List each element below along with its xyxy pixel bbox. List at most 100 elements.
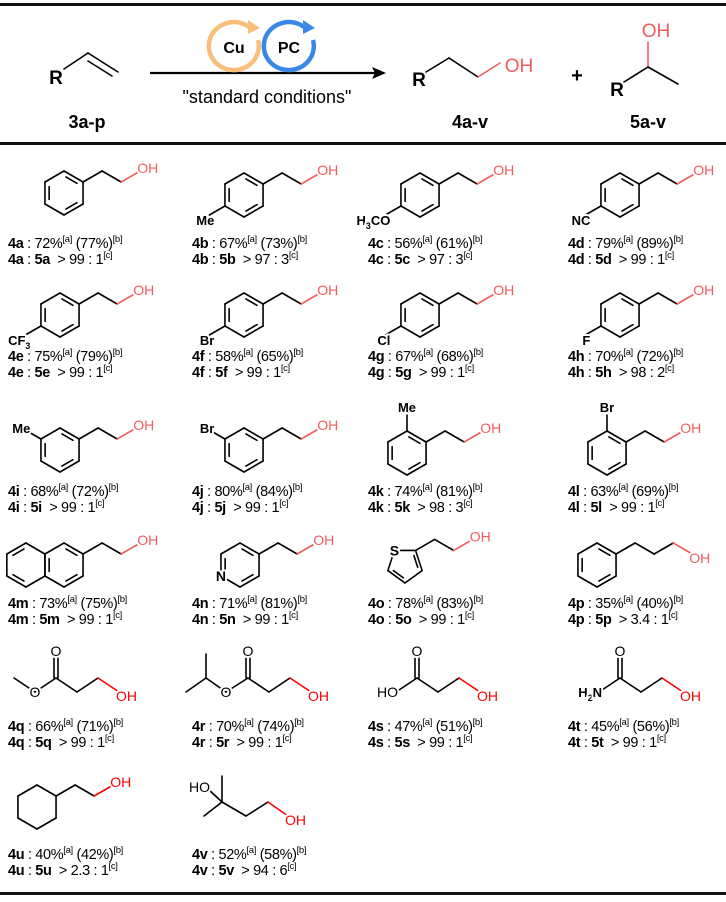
conditions-text: "standard conditions": [183, 87, 352, 107]
compound-id: 4r: [192, 719, 206, 735]
isolated-yield: 66%: [35, 719, 64, 735]
chain-bond: [615, 542, 636, 555]
yield-line: 4f : 58%[a] (65%)[b]: [192, 347, 303, 366]
substituent-label: NC: [572, 213, 591, 228]
hydroxyl-label: OH: [285, 812, 306, 828]
separator: :: [211, 847, 215, 863]
ring-bond: [596, 575, 617, 588]
branched-alcohol-product: [623, 41, 679, 85]
label-part: OH: [116, 688, 137, 704]
c-o-bond: [458, 677, 481, 693]
label-part: O: [243, 643, 254, 659]
separator: :: [211, 863, 215, 879]
label-part: OH: [110, 774, 131, 790]
selectivity-line: 4n : 5n > 99 : 1[c]: [192, 611, 298, 629]
ring-bond: [243, 205, 264, 218]
compound-id: 4c: [368, 252, 384, 268]
footnote-b: [b]: [669, 717, 679, 728]
ring-bond: [63, 575, 84, 588]
c-o-bond: [476, 172, 498, 185]
substituent-label: Br: [600, 400, 614, 415]
hydroxyl-label: OH: [505, 56, 534, 77]
bond: [24, 429, 42, 440]
selectivity-ratio: > 99 : 1: [618, 252, 665, 268]
hydroxyl-label: OH: [689, 550, 710, 566]
chain-bond: [82, 542, 103, 555]
footnote-a: [a]: [422, 717, 432, 728]
hydroxyl-label: OH: [680, 420, 701, 436]
compound-id: 4f: [192, 365, 205, 381]
isolated-yield: 78%: [395, 596, 424, 612]
ring-bond: [600, 172, 621, 185]
minor-compound-id: 5j: [214, 500, 226, 516]
ring-bond: [600, 205, 621, 218]
structure-4o: SOH: [387, 526, 493, 584]
selectivity-line: 4o : 5o > 99 : 1[c]: [368, 611, 474, 629]
separator: :: [587, 596, 592, 612]
footnote-b: [b]: [292, 482, 303, 493]
yield-line: 4r : 70%[a] (74%)[b]: [192, 718, 304, 736]
nmr-yield: (79%): [75, 349, 113, 365]
isolated-yield: 52%: [218, 847, 247, 863]
label-part: OH: [693, 282, 714, 298]
footnote-c: [c]: [464, 363, 474, 374]
footnote-a: [a]: [243, 347, 253, 358]
double-bond-line: [421, 203, 434, 212]
ring-bond: [619, 205, 640, 218]
nmr-yield: (68%): [436, 349, 474, 365]
compound-id: 4d: [568, 252, 585, 268]
yield-line: 4v : 52%[a] (58%)[b]: [192, 846, 306, 864]
c-o-bond: [300, 427, 322, 440]
footnote-a: [a]: [62, 234, 72, 245]
footnote-b: [b]: [472, 234, 483, 245]
separator: :: [207, 484, 211, 500]
chain-bond: [277, 542, 298, 555]
bond: [87, 52, 119, 73]
footnote-b: [b]: [673, 234, 683, 245]
selectivity-ratio: > 97 : 3: [242, 252, 289, 268]
selectivity-line: 4l : 5l > 99 : 1[c]: [568, 499, 665, 517]
footnote-c: [c]: [108, 861, 118, 872]
carbonyl-oxygen-label: O: [412, 643, 423, 659]
bond: [205, 677, 227, 693]
chain-bond: [444, 430, 465, 443]
bond: [598, 677, 621, 693]
ring-bond: [606, 463, 627, 476]
compound-id: 4u: [8, 863, 25, 879]
separator: :: [27, 252, 31, 268]
ring-bond: [6, 575, 27, 588]
footnote-c: [c]: [280, 363, 290, 374]
hydroxyl-label: OH: [133, 417, 154, 433]
separator: :: [587, 236, 592, 252]
footnote-a: [a]: [247, 594, 257, 605]
footnote-b: [b]: [472, 717, 483, 728]
footnote-b: [b]: [473, 594, 483, 605]
isolated-yield: 70%: [216, 719, 245, 735]
hydroxyl-label: OH: [477, 688, 498, 704]
substituent-label: Me: [398, 400, 416, 415]
separator: :: [27, 735, 32, 751]
nmr-yield: (69%): [631, 484, 669, 500]
footnote-a: [a]: [623, 234, 633, 245]
bond: [208, 205, 226, 216]
double-bond-line: [608, 461, 621, 470]
bond: [245, 801, 269, 817]
selectivity-line: 4p : 5p > 3.4 : 1[c]: [568, 611, 678, 629]
selectivity-line: 4g : 5g > 99 : 1[c]: [368, 363, 474, 382]
yield-line: 4c : 56%[a] (61%)[b]: [368, 234, 483, 253]
isolated-yield: 73%: [39, 596, 68, 612]
ring-bond: [587, 430, 608, 443]
footnote-c: [c]: [664, 363, 674, 374]
chain-bond: [625, 430, 646, 443]
label-part: OH: [133, 282, 154, 298]
separator: :: [23, 484, 27, 500]
substituent-label: H3CO: [357, 213, 391, 231]
double-bond-line: [392, 569, 405, 579]
hydroxyl-label: OH: [137, 532, 158, 548]
minor-compound-id: 5t: [591, 735, 604, 751]
ring-bond: [387, 549, 396, 572]
ring-bond: [17, 784, 38, 797]
label-part: S: [390, 542, 399, 558]
